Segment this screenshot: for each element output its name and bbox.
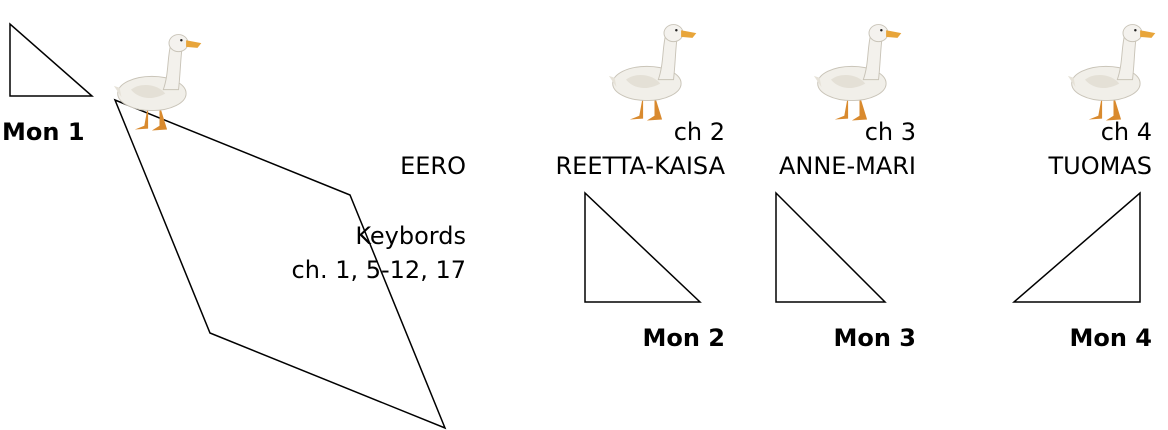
duck-icon — [607, 18, 702, 128]
keyboard-person: EERO — [400, 152, 466, 180]
mon2-channel: ch 2 — [674, 118, 725, 146]
mon3-triangle — [776, 193, 885, 302]
mon2-label: Mon 2 — [642, 324, 725, 352]
mon1-label: Mon 1 — [2, 118, 85, 146]
mon4-channel: ch 4 — [1101, 118, 1152, 146]
mon3-label: Mon 3 — [833, 324, 916, 352]
duck-icon — [812, 18, 907, 128]
mon1-triangle — [10, 24, 92, 96]
mon3-channel: ch 3 — [865, 118, 916, 146]
mon2-triangle — [585, 193, 700, 302]
mon4-label: Mon 4 — [1069, 324, 1152, 352]
mon2-person: REETTA-KAISA — [556, 152, 726, 180]
duck-icon — [1066, 18, 1161, 128]
keyboards-title: Keybords — [355, 222, 466, 250]
duck-icon — [112, 28, 207, 138]
keyboards-channels: ch. 1, 5-12, 17 — [292, 256, 466, 284]
mon4-person: TUOMAS — [1049, 152, 1152, 180]
mon4-triangle — [1014, 193, 1140, 302]
mon3-person: ANNE-MARI — [779, 152, 916, 180]
